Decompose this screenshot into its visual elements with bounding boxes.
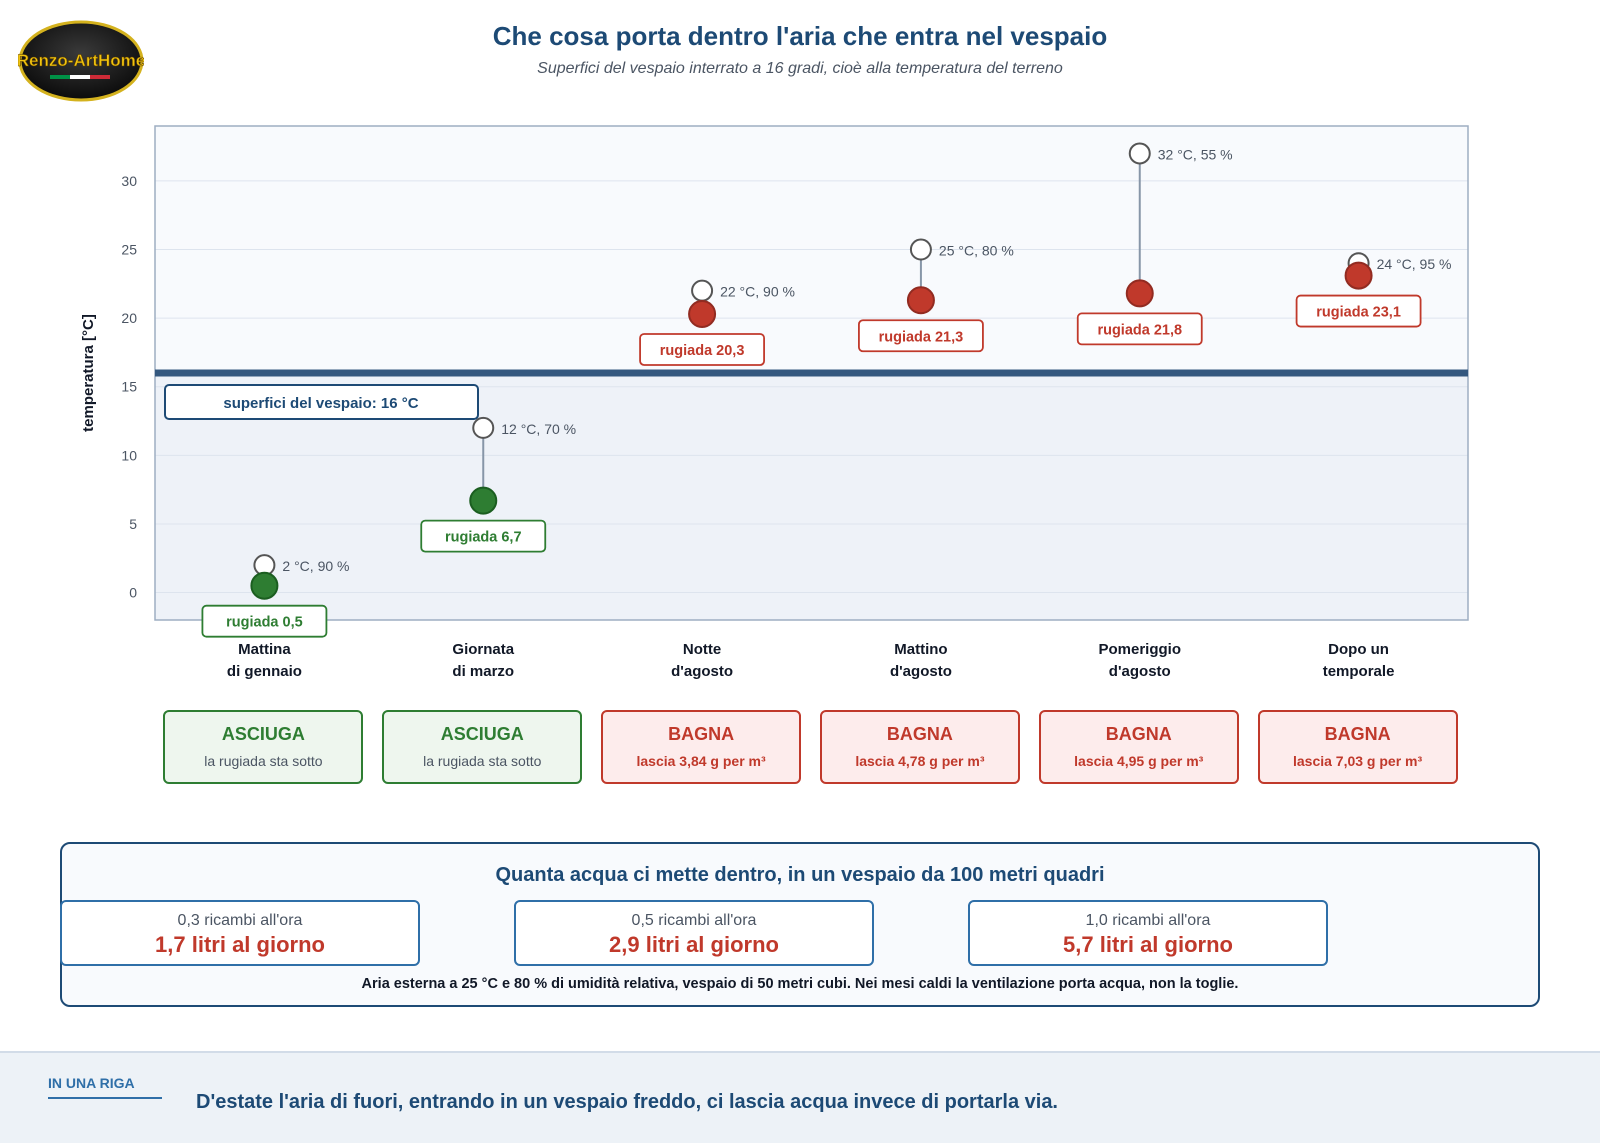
verdict-note: lascia 4,95 g per m³ [1074, 753, 1204, 769]
air-temperature-point [691, 279, 714, 302]
verdict-card: BAGNA lascia 4,78 g per m³ [819, 710, 1020, 784]
dew-point-label: rugiada 6,7 [445, 530, 522, 546]
air-change-box: 0,3 ricambi all'ora 1,7 litri al giorno [60, 900, 420, 966]
verdict-card: BAGNA lascia 3,84 g per m³ [601, 710, 802, 784]
dew-label-box [858, 319, 984, 353]
air-point-label: 25 °C, 80 % [939, 243, 1014, 259]
dew-point-marker [469, 486, 498, 515]
category-label-line1: Mattino [894, 641, 947, 658]
dew-point-marker [906, 286, 935, 315]
verdict-note: lascia 4,78 g per m³ [855, 753, 985, 769]
category-label-line2: temporale [1323, 663, 1395, 680]
page-title: Che cosa porta dentro l'aria che entra n… [492, 21, 1108, 51]
dew-label-box [1295, 294, 1422, 328]
category-label-line2: di gennaio [227, 663, 302, 680]
surface-label: superfici del vespaio: 16 °C [223, 395, 418, 412]
dew-point-chart: 0 5 10 15 20 25 30 temperatura [°C] superfici de… [80, 125, 1469, 680]
surface-label-box [164, 384, 479, 420]
air-temperature-point [1128, 142, 1151, 165]
dew-point-label: rugiada 21,3 [879, 329, 964, 345]
dew-point-marker [1344, 261, 1373, 290]
air-temperature-point [472, 416, 495, 439]
air-temperature-point [909, 238, 932, 261]
verdict-note: la rugiada sta sotto [423, 753, 542, 769]
dew-label-box [420, 519, 547, 553]
verdict-note: lascia 7,03 g per m³ [1292, 753, 1423, 769]
dew-point-label: rugiada 23,1 [1316, 305, 1401, 321]
dew-point-label: rugiada 20,3 [660, 343, 745, 359]
air-point-label: 32 °C, 55 % [1158, 146, 1233, 162]
verdict-note: la rugiada sta sotto [204, 753, 323, 769]
water-panel-title: Quanta acqua ci mette dentro, in un vesp… [495, 864, 1105, 886]
category-label-line2: d'agosto [671, 663, 733, 680]
dew-label-box [1076, 312, 1203, 346]
verdict-title: ASCIUGA [221, 724, 305, 744]
y-tick-label: 10 [121, 447, 137, 463]
air-point-label: 24 °C, 95 % [1377, 256, 1452, 272]
dew-point-marker [250, 571, 279, 600]
y-tick-label: 0 [129, 585, 137, 601]
verdict-card: ASCIUGA la rugiada sta sotto [163, 710, 364, 784]
surface-temperature-line [155, 369, 1468, 377]
renzo-arthome-logo: Renzo-ArtHome [18, 20, 144, 102]
dew-label-box [201, 604, 328, 638]
liters-per-day: 1,7 litri al giorno [155, 932, 325, 957]
category-label-line1: Mattina [238, 641, 291, 658]
footer-label: IN UNA RIGA [48, 1075, 162, 1099]
category-label-line1: Pomeriggio [1098, 641, 1181, 658]
dew-point-label: rugiada 21,8 [1097, 322, 1182, 338]
category-label-line1: Giornata [452, 641, 514, 658]
footer-text: D'estate l'aria di fuori, entrando in un… [196, 1091, 1058, 1113]
air-point-label: 12 °C, 70 % [501, 421, 576, 437]
verdict-note: lascia 3,84 g per m³ [636, 753, 766, 769]
verdict-title: BAGNA [1105, 724, 1172, 744]
liters-per-day: 5,7 litri al giorno [1063, 932, 1233, 957]
dew-point-marker [688, 299, 717, 328]
category-label-line2: di marzo [452, 663, 514, 680]
verdict-card: BAGNA lascia 4,95 g per m³ [1038, 710, 1239, 784]
verdict-card: BAGNA lascia 7,03 g per m³ [1257, 710, 1458, 784]
verdict-title: BAGNA [886, 724, 953, 744]
category-label-line2: d'agosto [1109, 663, 1171, 680]
air-change-rate: 1,0 ricambi all'ora [1085, 912, 1211, 929]
air-change-box: 0,5 ricambi all'ora 2,9 litri al giorno [514, 900, 874, 966]
y-tick-label: 30 [121, 173, 137, 189]
category-label-line2: d'agosto [890, 663, 952, 680]
dew-label-box [639, 333, 765, 366]
verdict-title: BAGNA [668, 724, 735, 744]
verdict-title: ASCIUGA [440, 724, 524, 744]
air-point-label: 22 °C, 90 % [720, 284, 795, 300]
y-tick-label: 25 [121, 242, 137, 258]
air-change-box: 1,0 ricambi all'ora 5,7 litri al giorno [968, 900, 1328, 966]
air-change-rate: 0,5 ricambi all'ora [631, 912, 757, 929]
verdict-title: BAGNA [1324, 724, 1391, 744]
y-tick-label: 5 [129, 516, 137, 532]
y-tick-label: 15 [121, 379, 137, 395]
page-subtitle: Superfici del vespaio interrato a 16 gra… [537, 60, 1063, 77]
category-label-line1: Notte [683, 641, 721, 658]
water-panel: Quanta acqua ci mette dentro, in un vesp… [60, 842, 1540, 1007]
dew-point-marker [1125, 279, 1154, 308]
dew-point-label: rugiada 0,5 [226, 615, 303, 631]
category-label-line1: Dopo un [1328, 641, 1389, 658]
y-axis-label: temperatura [°C] [80, 314, 97, 432]
summary-footer: IN UNA RIGA D'estate l'aria di fuori, en… [0, 1051, 1600, 1143]
air-point-label: 2 °C, 90 % [282, 558, 349, 574]
air-change-rate: 0,3 ricambi all'ora [177, 912, 303, 929]
water-panel-note: Aria esterna a 25 °C e 80 % di umidità r… [361, 976, 1239, 992]
verdict-card: ASCIUGA la rugiada sta sotto [382, 710, 583, 784]
y-tick-label: 20 [121, 310, 137, 326]
logo-text: Renzo-ArtHome [18, 51, 144, 70]
liters-per-day: 2,9 litri al giorno [609, 932, 779, 957]
